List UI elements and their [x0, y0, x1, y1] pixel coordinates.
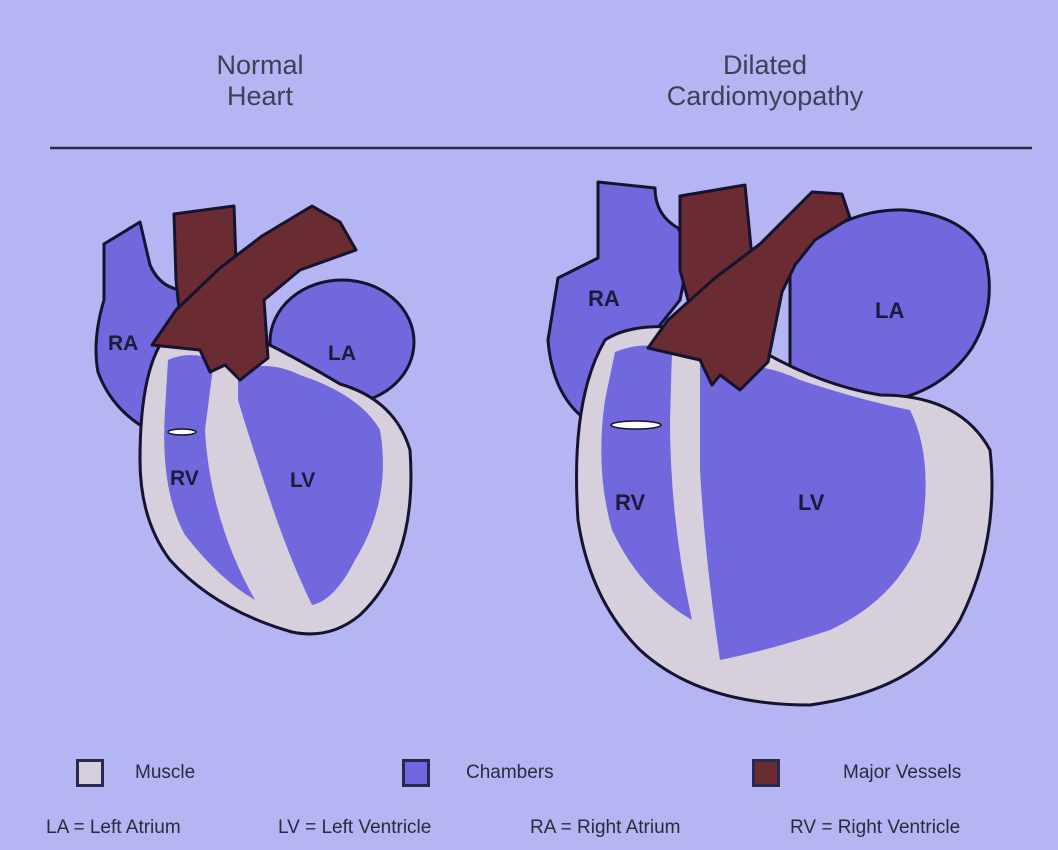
abbreviation-rv: RV = Right Ventricle [790, 817, 960, 839]
legend-label-chambers: Chambers [466, 762, 554, 784]
normal-heart [96, 206, 414, 634]
legend-swatch-major-vessels [752, 759, 780, 787]
normal-rv-label: RV [170, 467, 199, 490]
normal-ra-label: RA [108, 332, 138, 355]
normal-lv-label: LV [290, 469, 315, 492]
dilated-lv-label: LV [798, 490, 825, 515]
dilated-ra-label: RA [588, 286, 620, 311]
dilated-rv-label: RV [615, 490, 645, 515]
normal-la-label: LA [328, 342, 356, 365]
dilated-valve [611, 421, 661, 429]
normal-valve [168, 429, 196, 435]
legend-label-muscle: Muscle [135, 762, 195, 784]
abbreviation-ra: RA = Right Atrium [530, 817, 680, 839]
legend-swatch-muscle [76, 759, 104, 787]
dilated-la-label: LA [875, 298, 904, 323]
dilated-heart [548, 182, 992, 705]
abbreviation-lv: LV = Left Ventricle [278, 817, 431, 839]
legend-label-major-vessels: Major Vessels [843, 762, 961, 784]
abbreviation-la: LA = Left Atrium [46, 817, 181, 839]
legend-swatch-chambers [402, 759, 430, 787]
